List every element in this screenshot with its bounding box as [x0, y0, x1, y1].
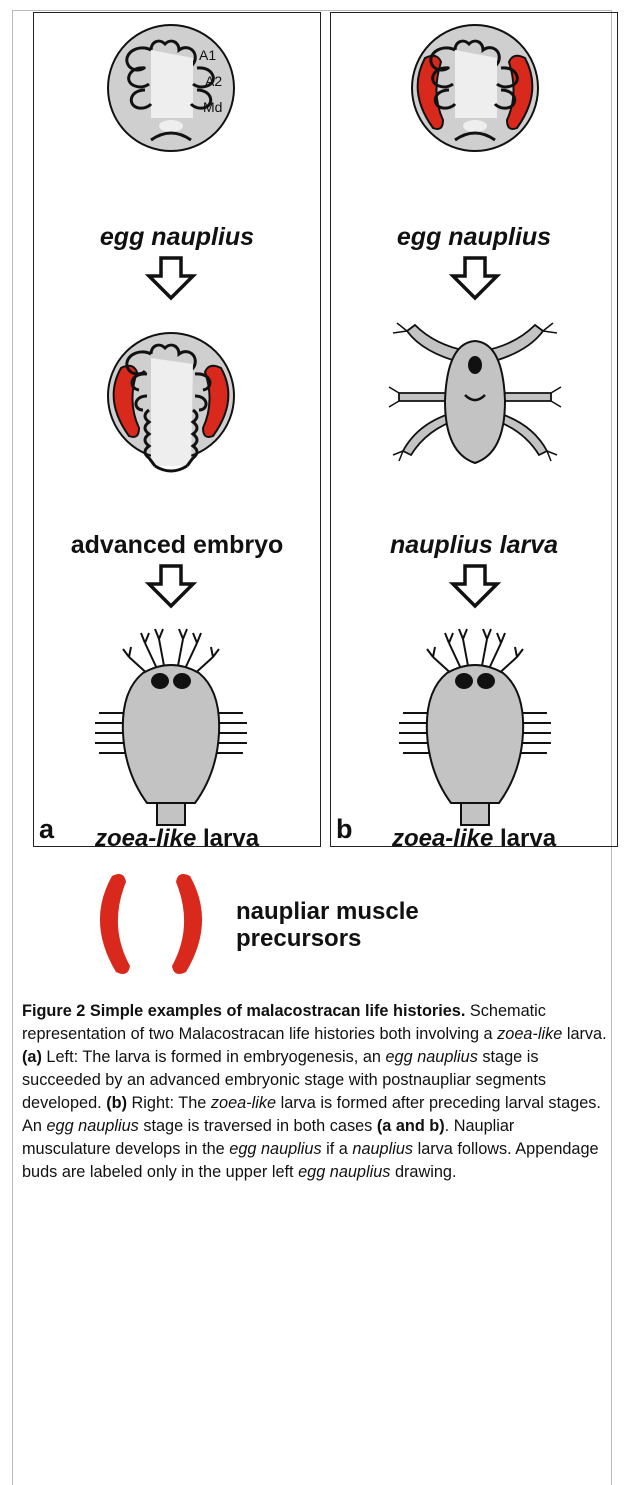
egg-nauplius-drawing	[412, 25, 538, 151]
arrow-down-icon	[149, 258, 193, 298]
panel-b-diagram	[331, 13, 619, 848]
zoea-larva-drawing	[399, 629, 551, 825]
appendage-label: A1	[199, 47, 216, 63]
figure-caption: Figure 2 Simple examples of malacostraca…	[22, 1000, 607, 1184]
arrow-down-icon	[453, 258, 497, 298]
arrow-down-icon	[149, 566, 193, 606]
nauplius-larva-drawing	[389, 323, 561, 463]
panel-a: A1 A2 Md	[33, 12, 321, 847]
legend: naupliar muscle precursors	[88, 870, 528, 980]
appendage-label: Md	[203, 99, 222, 115]
stage-label-egg-nauplius: egg nauplius	[331, 223, 617, 252]
arrow-down-icon	[453, 566, 497, 606]
egg-nauplius-drawing: A1 A2 Md	[108, 25, 234, 151]
appendage-label: A2	[205, 73, 222, 89]
panel-a-diagram: A1 A2 Md	[34, 13, 322, 848]
stage-label-zoea-like-larva: zoea-like larva	[34, 825, 320, 853]
zoea-larva-drawing	[95, 629, 247, 803]
panel-b: egg nauplius nauplius larva zoea-like la…	[330, 12, 618, 847]
stage-label-zoea-like-larva: zoea-like larva	[331, 825, 617, 853]
zoea-abdomen	[157, 803, 185, 825]
stage-label-egg-nauplius: egg nauplius	[34, 223, 320, 252]
stage-label-nauplius-larva: nauplius larva	[331, 531, 617, 560]
advanced-embryo-drawing	[108, 333, 234, 471]
stage-label-advanced-embryo: advanced embryo	[34, 531, 320, 560]
muscle-precursor-icon	[88, 870, 218, 980]
legend-label: naupliar muscle precursors	[236, 898, 419, 952]
